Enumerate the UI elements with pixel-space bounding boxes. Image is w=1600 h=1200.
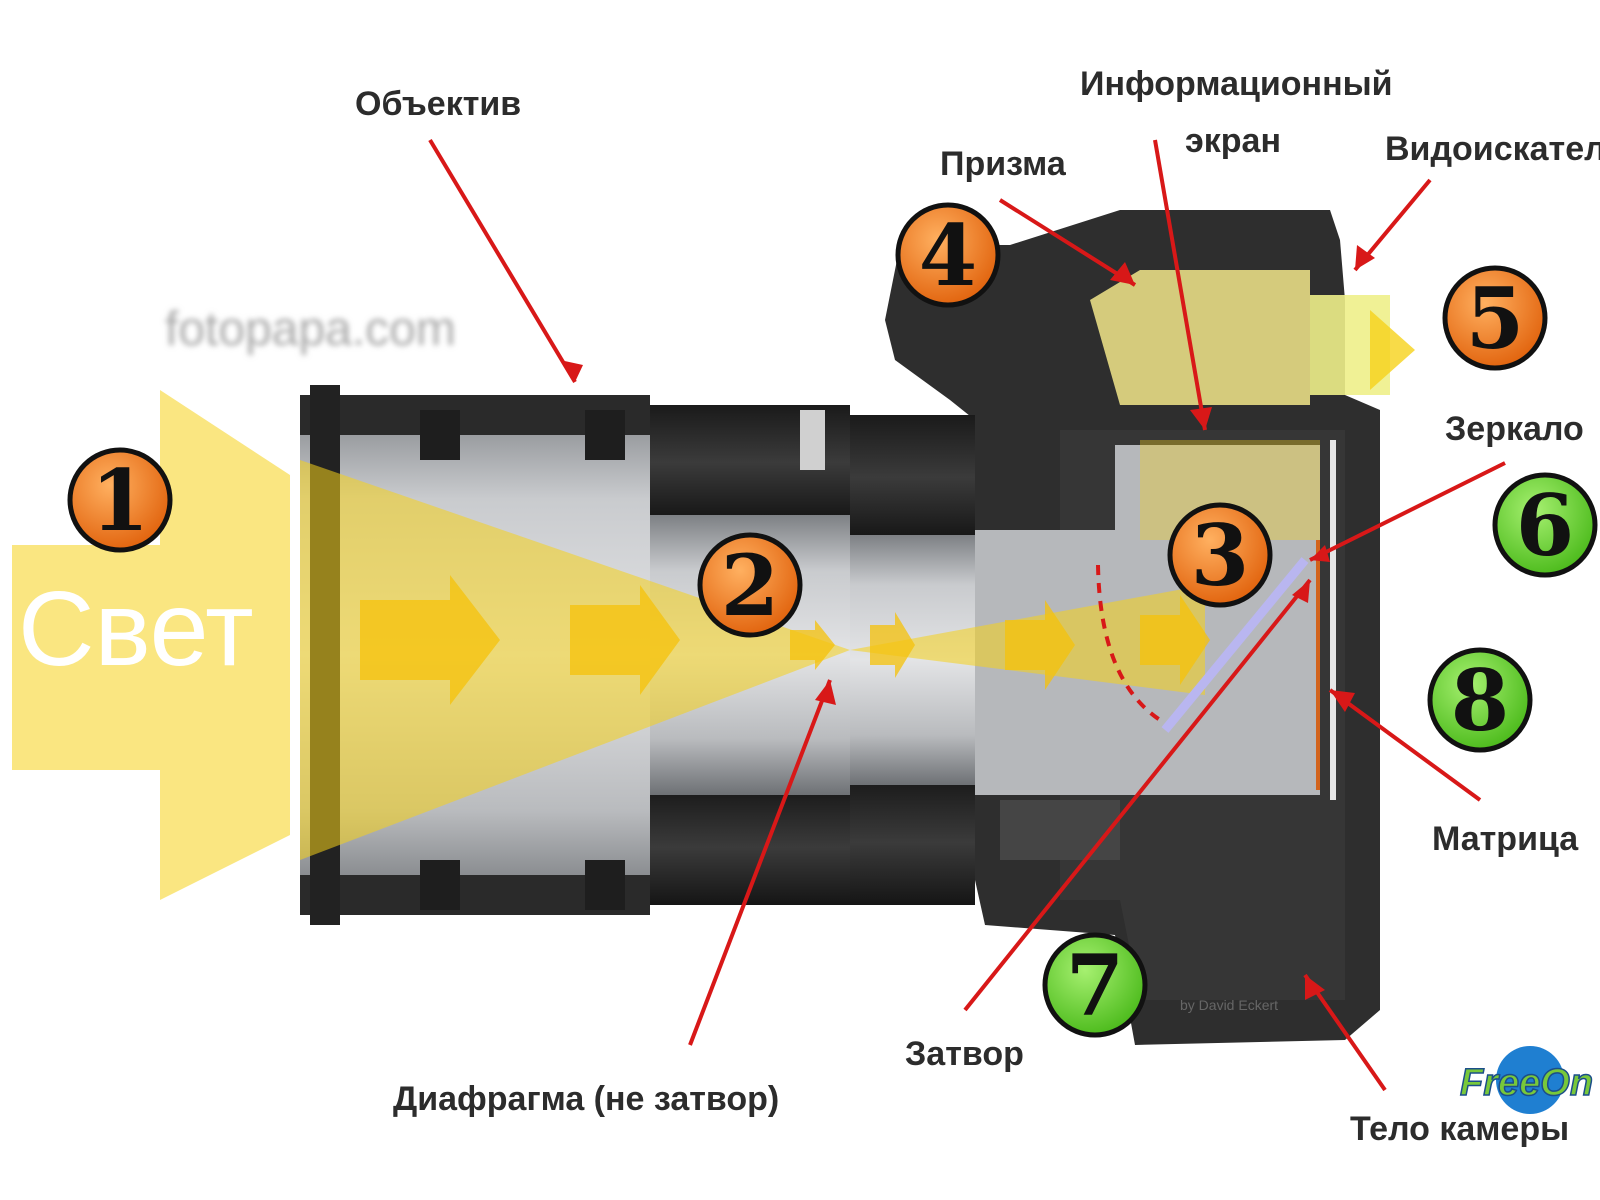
label-info-screen-1: Информационный [1080,65,1393,103]
light-label: Свет [18,570,254,688]
marker-1: 1 [67,447,173,553]
label-sensor: Матрица [1432,820,1579,858]
labels: Объектив Призма Информационный экран Вид… [355,65,1600,1148]
watermark: fotopapa.com [165,303,456,356]
label-prism: Призма [940,145,1067,183]
svg-text:3: 3 [1191,506,1249,605]
marker-3: 3 [1167,502,1273,608]
label-lens: Объектив [355,85,521,123]
callout-arrows [428,138,1506,1092]
marker-6: 6 [1492,472,1598,578]
marker-2: 2 [697,532,803,638]
svg-text:6: 6 [1516,476,1574,575]
prism [1090,270,1390,405]
beam-arrows [360,575,1210,705]
marker-4: 4 [895,202,1001,308]
svg-text:4: 4 [919,206,977,305]
label-body: Тело камеры [1350,1110,1569,1148]
svg-text:2: 2 [721,536,779,635]
label-aperture: Диафрагма (не затвор) [393,1080,779,1118]
marker-8: 8 [1427,647,1533,753]
author-credit: by David Eckert [1180,997,1278,1013]
label-mirror: Зеркало [1445,410,1584,448]
svg-text:1: 1 [91,451,149,550]
mirror [1161,557,1309,733]
label-info-screen-2: экран [1185,122,1281,160]
svg-text:7: 7 [1066,936,1124,1035]
marker-5: 5 [1442,265,1548,371]
freeon-logo-text: FreeOn [1460,1062,1593,1104]
svg-text:8: 8 [1451,651,1509,750]
label-shutter: Затвор [905,1035,1024,1073]
marker-7: 7 [1042,932,1148,1038]
mirror-swing-arrow [1096,564,1162,722]
label-viewfinder: Видоискатель [1385,130,1600,168]
freeon-logo: FreeOn [1459,1046,1594,1114]
svg-text:5: 5 [1466,269,1524,368]
